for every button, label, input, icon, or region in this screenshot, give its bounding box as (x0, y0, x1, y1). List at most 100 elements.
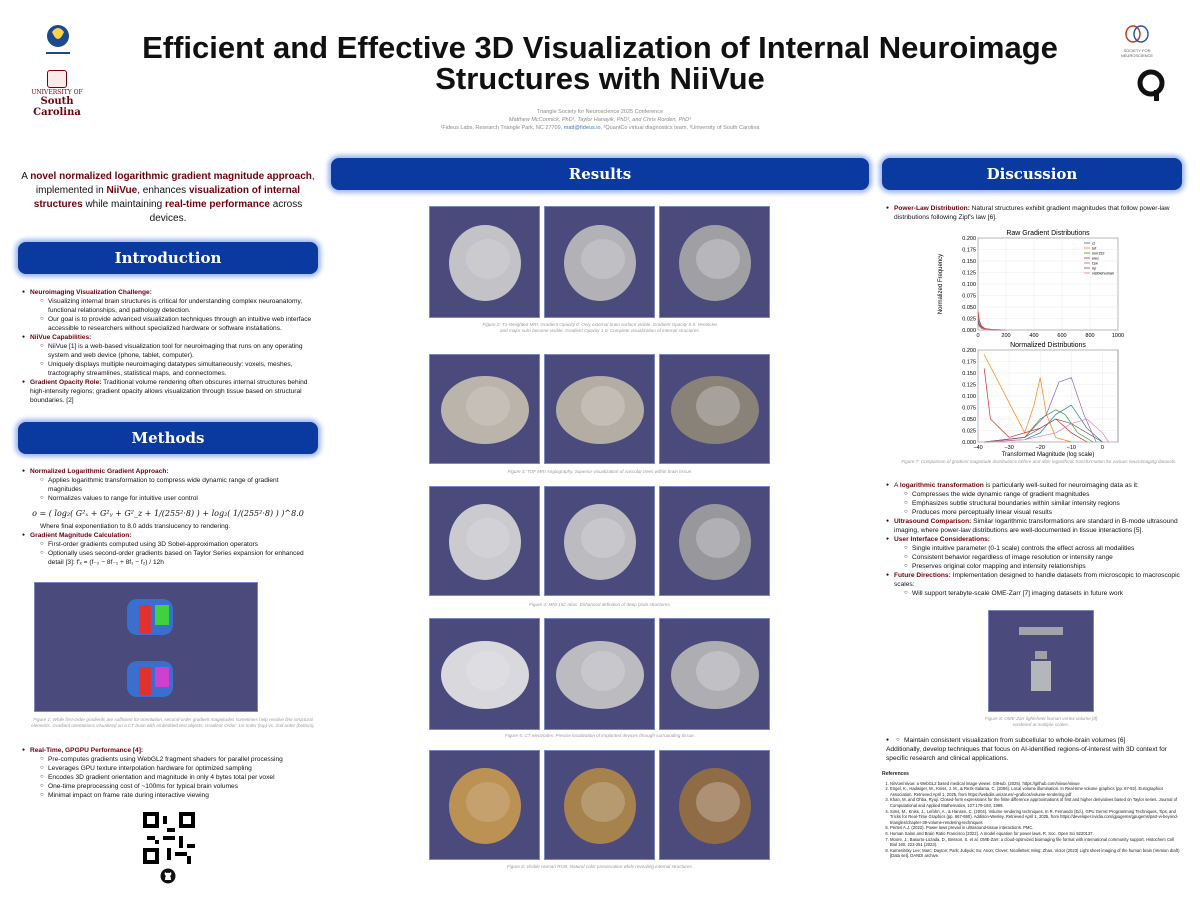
legend-label-t1w: t1w (1092, 262, 1098, 266)
brain-logo-icon (1125, 25, 1149, 43)
x-tick-label: −20 (1036, 445, 1045, 451)
poster-title: Efficient and Effective 3D Visualization… (142, 30, 1058, 96)
reference-item: Khan, M. and Ohba, Ryuji. Closed-form ex… (890, 797, 1182, 808)
sfn-logo: SOCIETY FOR NEUROSCIENCE (1112, 24, 1162, 60)
affiliations: Triangle Society for Neuroscience 2025 C… (300, 108, 900, 132)
figure-8-caption: Figure 8: OME-Zarr lightsheet human vert… (984, 716, 1098, 727)
series-line-ct (984, 404, 1103, 443)
y-tick-label: 0.200 (962, 348, 976, 354)
results-figure-3-panel-3 (659, 354, 770, 464)
legend-label-ct: ct (1092, 242, 1096, 246)
figure-7-caption: Figure 7: Comparison of gradient magnitu… (901, 459, 1177, 464)
usc-logo: UNIVERSITY OF South Carolina (22, 70, 92, 118)
results-figure-5-panel-1 (429, 618, 540, 730)
x-tick-label: −40 (973, 445, 982, 451)
results-figure-6-panel-2 (544, 750, 655, 860)
y-tick-label: 0.000 (962, 328, 976, 334)
y-tick-label: 0.125 (962, 271, 976, 277)
lake-logo-icon (46, 25, 70, 54)
conference-name: Triangle Society for Neuroscience 2025 C… (536, 109, 664, 115)
y-tick-label: 0.200 (962, 236, 976, 242)
methods-body-bottom: Real-Time, GPGPU Performance [4]: Pre-co… (22, 746, 314, 800)
methods-body-top: Normalized Logarithmic Gradient Approach… (22, 467, 314, 567)
legend-label-visiblehuman: visiblehuman (1092, 272, 1114, 276)
y-tick-label: 0.150 (962, 259, 976, 265)
x-tick-label: 800 (1085, 333, 1094, 339)
introduction-header: Introduction (18, 242, 318, 274)
future-ai-text: Additionally, develop techniques that fo… (886, 746, 1168, 762)
results-figure-4-panel-1 (429, 486, 540, 596)
opacity-formula: o = ( log₂( G²ₓ + G²ᵧ + G²_z + 1/(255²·8… (32, 509, 304, 518)
lead-summary: A novel normalized logarithmic gradient … (21, 171, 315, 224)
usc-seal-icon (47, 70, 67, 88)
y-tick-label: 0.100 (962, 394, 976, 400)
references: References NiiVue/niivue: a WebGL2 based… (882, 771, 1182, 859)
legend-label-mni152: mni152 (1092, 252, 1104, 256)
legend-label-hp: hp (1092, 267, 1096, 271)
references-list: NiiVue/niivue: a WebGL2 based medical im… (882, 781, 1182, 859)
chart-title: Normalized Distributions (1010, 342, 1086, 349)
x-tick-label: −30 (1004, 445, 1013, 451)
figure-5-caption: Figure 5: CT electrodes. Precise localiz… (505, 733, 695, 738)
y-tick-label: 0.075 (962, 294, 976, 300)
reference-item: Sims, M., Kniss, J., Lefohn, A., & Hanse… (890, 809, 1182, 826)
quantco-logo (1136, 66, 1166, 102)
reference-item: Engel, K., Hadwiger, M., Kniss, J. M., &… (890, 786, 1182, 797)
y-tick-label: 0.025 (962, 317, 976, 323)
reference-item: Human Salon and Brain Ratio Francisco (2… (890, 831, 1182, 837)
qr-code-icon (143, 812, 195, 864)
series-line-tof (983, 354, 1072, 443)
results-figure-5-panel-3 (659, 618, 770, 730)
y-tick-label: 0.050 (962, 417, 976, 423)
reference-item: Kamenitsky Lee; Marc; Dayton; Park; Juby… (890, 848, 1182, 859)
y-axis-label: Normalized Frequency (938, 254, 944, 314)
results-figure-3-panel-2 (544, 354, 655, 464)
reference-item: NiiVue/niivue: a WebGL2 based medical im… (890, 781, 1182, 787)
references-heading: References (882, 771, 909, 777)
methods-header: Methods (18, 422, 318, 454)
chart-title: Raw Gradient Distributions (1006, 230, 1090, 237)
usc-line2: South Carolina (33, 96, 81, 118)
figure-8-image (988, 610, 1094, 712)
institutions: ¹Fideus Labs, Research Triangle Park, NC… (440, 125, 760, 131)
figure-6-caption: Figure 6: Visible Human RGB. Natural col… (506, 864, 694, 869)
y-tick-label: 0.000 (962, 440, 976, 446)
results-figure-2-panel-3 (659, 206, 770, 318)
y-tick-label: 0.125 (962, 383, 976, 389)
introduction-body: Neuroimaging Visualization Challenge: Vi… (22, 288, 312, 405)
email-link[interactable]: matt@fideus.io (563, 125, 601, 131)
results-figure-6-panel-1 (429, 750, 540, 860)
figure-2-caption: Figure 2: T1-Weighted MRI. Gradient Opac… (482, 322, 718, 333)
discussion-body: A logarithmic transformation is particul… (886, 481, 1182, 598)
y-tick-label: 0.050 (962, 305, 976, 311)
lake-logo (38, 22, 78, 58)
x-tick-label: 0 (1101, 445, 1104, 451)
sfn-label: SOCIETY FOR NEUROSCIENCE (1120, 48, 1154, 58)
y-tick-label: 0.150 (962, 371, 976, 377)
x-axis-label: Transformed Magnitude (log scale) (1002, 452, 1095, 458)
x-tick-label: 200 (1001, 333, 1010, 339)
discussion-header: Discussion (882, 158, 1182, 190)
github-icon[interactable] (160, 868, 176, 884)
author-list: Matthew McCormick, PhD¹, Taylor Hanayik,… (509, 117, 691, 123)
formula-note: Where final exponentiation to 8.0 adds t… (40, 523, 231, 530)
x-tick-label: 0 (976, 333, 979, 339)
y-tick-label: 0.100 (962, 282, 976, 288)
figure-7-chart: Raw Gradient Distributions 0.000 0.025 0.05… (934, 226, 1130, 458)
reference-item: Moore, J., Basurto-Lozada, D., Besson, S… (890, 837, 1182, 848)
y-tick-label: 0.075 (962, 406, 976, 412)
series-line-mni152 (984, 409, 1094, 443)
legend-label-tof: tof (1092, 247, 1097, 251)
legend-label-elec: elec (1092, 257, 1099, 261)
x-tick-label: 600 (1057, 333, 1066, 339)
series-line-visiblehuman (984, 418, 1109, 443)
series-line-hp (984, 418, 1103, 443)
figure-3-caption: Figure 3: TOF MRI Angiography. Superior … (507, 469, 693, 474)
results-header: Results (331, 158, 869, 190)
results-figure-2-panel-2 (544, 206, 655, 318)
qr-code[interactable] (143, 812, 195, 864)
results-figure-5-panel-2 (544, 618, 655, 730)
x-tick-label: 400 (1029, 333, 1038, 339)
results-figure-4-panel-2 (544, 486, 655, 596)
results-figure-3-panel-1 (429, 354, 540, 464)
